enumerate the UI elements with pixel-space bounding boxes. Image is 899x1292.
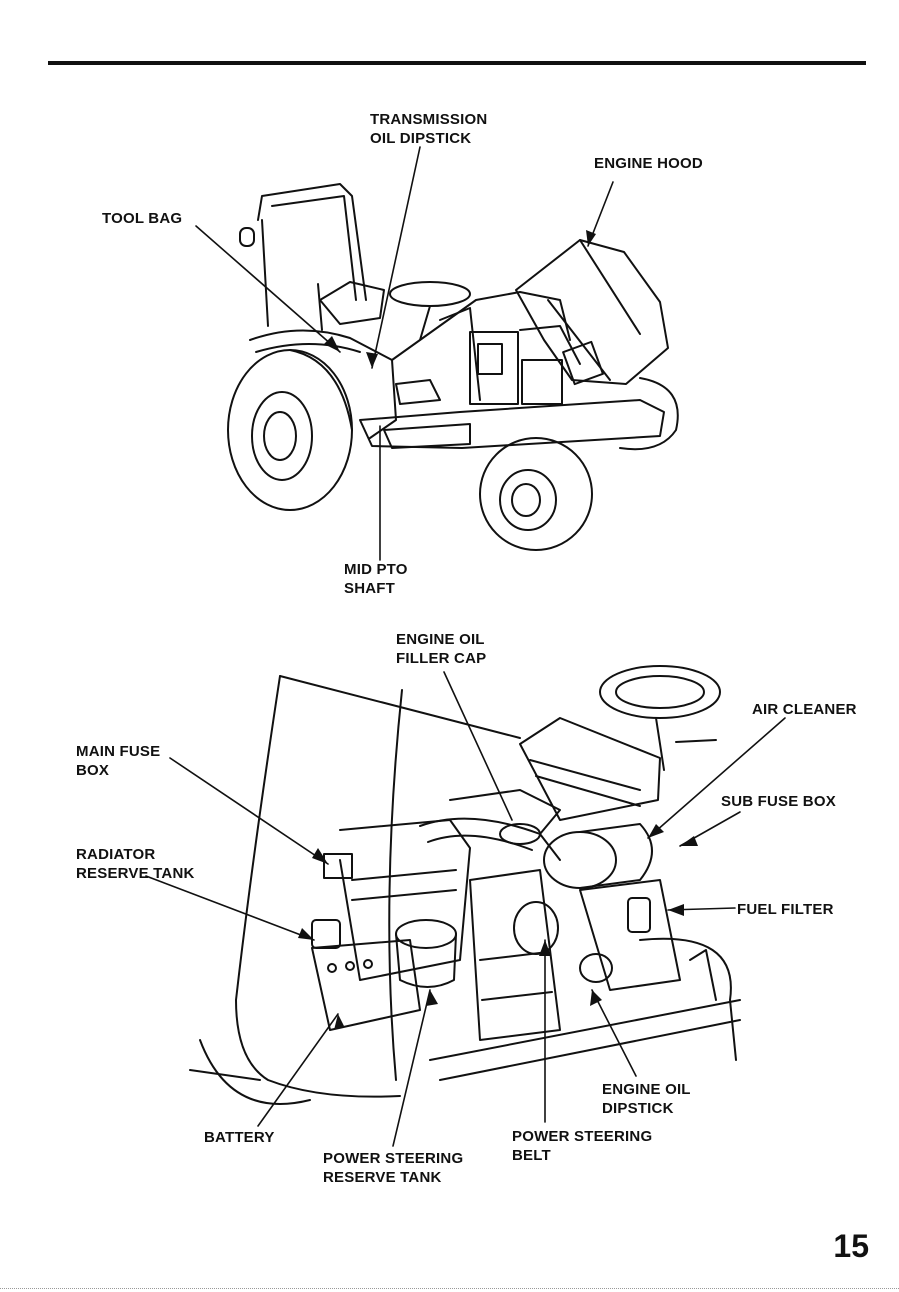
label-main-fuse-box: MAIN FUSE BOX xyxy=(76,742,160,780)
tractor-side-view xyxy=(228,184,678,550)
bottom-edge xyxy=(0,1288,899,1289)
label-transmission-oil-dipstick: TRANSMISSION OIL DIPSTICK xyxy=(370,110,487,148)
engine-bay-view xyxy=(190,666,740,1104)
label-engine-hood: ENGINE HOOD xyxy=(594,154,703,173)
leader-arrowheads xyxy=(298,230,698,1030)
label-tool-bag: TOOL BAG xyxy=(102,209,182,228)
page-number: 15 xyxy=(833,1228,869,1265)
label-sub-fuse-box: SUB FUSE BOX xyxy=(721,792,836,811)
label-fuel-filter: FUEL FILTER xyxy=(737,900,834,919)
label-power-steering-belt: POWER STEERING BELT xyxy=(512,1127,652,1165)
label-engine-oil-dipstick: ENGINE OIL DIPSTICK xyxy=(602,1080,691,1118)
label-radiator-reserve-tank: RADIATOR RESERVE TANK xyxy=(76,845,195,883)
label-battery: BATTERY xyxy=(204,1128,275,1147)
label-engine-oil-filler-cap: ENGINE OIL FILLER CAP xyxy=(396,630,486,668)
label-power-steering-reserve-tank: POWER STEERING RESERVE TANK xyxy=(323,1149,463,1187)
label-mid-pto-shaft: MID PTO SHAFT xyxy=(344,560,408,598)
label-air-cleaner: AIR CLEANER xyxy=(752,700,857,719)
